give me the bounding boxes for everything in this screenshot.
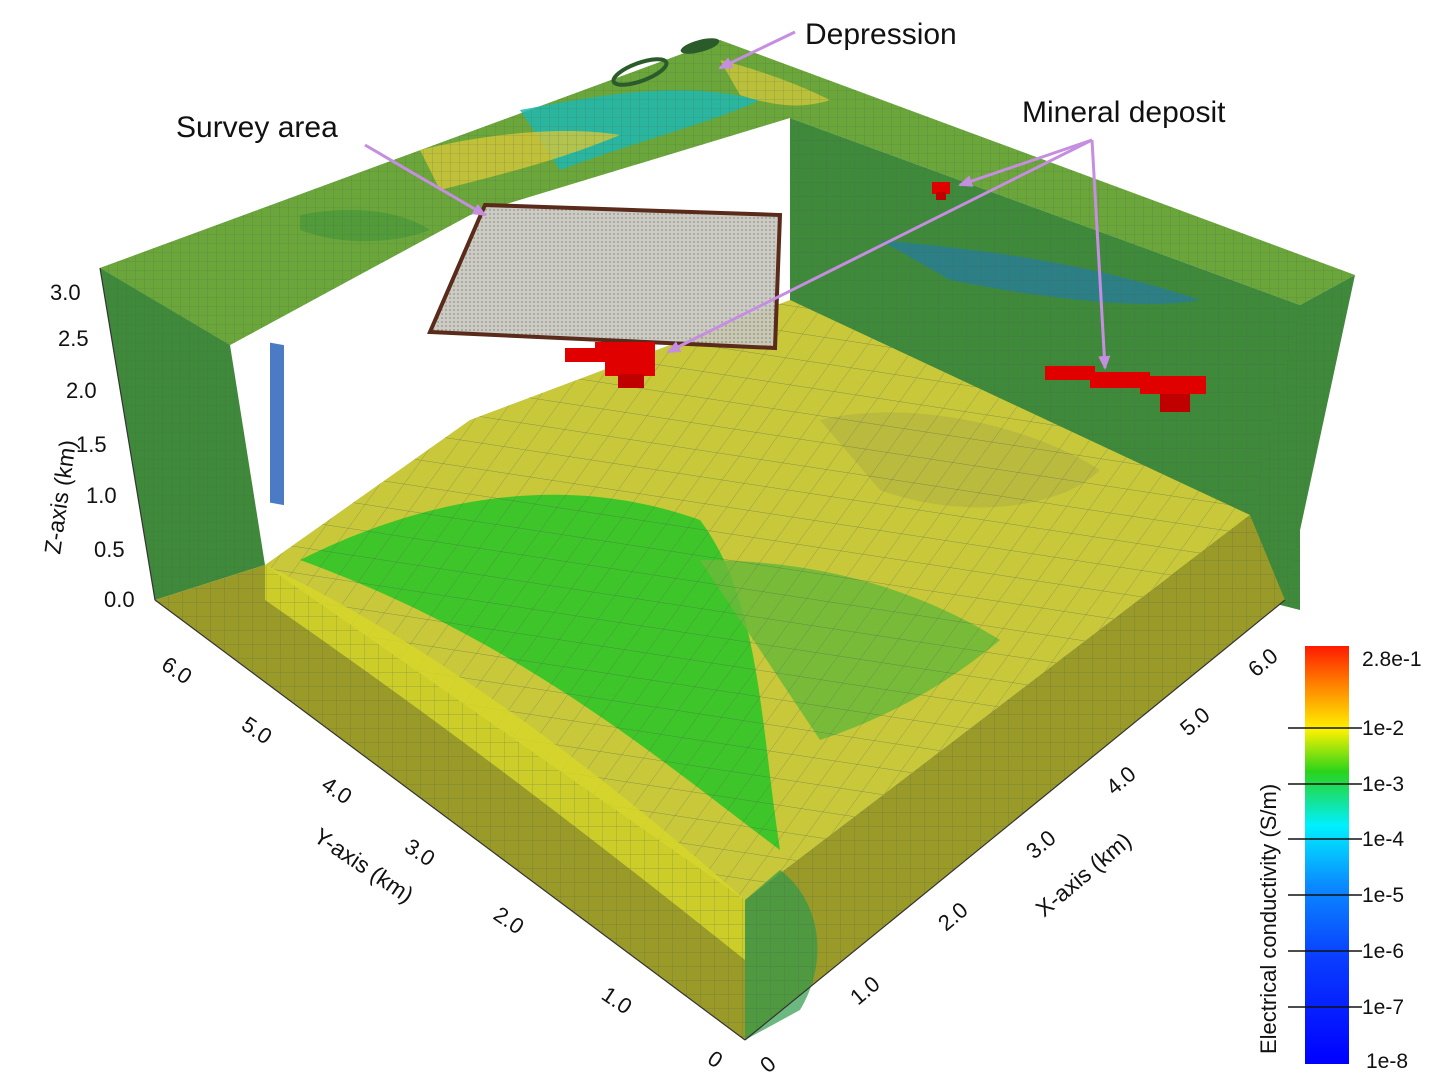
mineral-arrow-right <box>1090 139 1111 370</box>
front-lower-right-face <box>745 515 1285 1040</box>
mineral-arrow-back <box>958 138 1093 187</box>
y-axis-title: Y-axis (km) <box>309 823 418 908</box>
right-side-face <box>1250 275 1355 600</box>
colorbar-gradient <box>1305 646 1349 1064</box>
x-tick: 1.0 <box>845 971 885 1010</box>
y-tick: 2.0 <box>489 901 528 939</box>
colorbar-label: 1e-2 <box>1362 717 1404 740</box>
z-axis-title: Z-axis (km) <box>39 438 81 555</box>
mineral-deposit-back <box>932 182 950 200</box>
annotation-arrows <box>364 30 1111 370</box>
colorbar-label: 1e-3 <box>1362 773 1404 796</box>
mineral-deposit-right <box>1045 366 1206 412</box>
z-tick: 3.0 <box>50 280 81 305</box>
y-tick: 6.0 <box>157 651 196 689</box>
depression-feature <box>611 38 720 87</box>
survey-area-label: Survey area <box>176 111 338 144</box>
colorbar-label: 1e-5 <box>1362 884 1404 907</box>
y-tick: 5.0 <box>237 711 276 749</box>
z-tick: 0.0 <box>104 587 135 612</box>
colorbar-label: 1e-4 <box>1362 828 1404 851</box>
mineral-deposit-label: Mineral deposit <box>1022 96 1226 129</box>
y-tick: 4.0 <box>317 771 356 809</box>
y-tick: 0 <box>703 1045 727 1073</box>
depression-arrow <box>718 30 796 70</box>
colorbar-label: 2.8e-1 <box>1362 648 1422 671</box>
colorbar-label: 1e-7 <box>1362 996 1404 1019</box>
survey-area-arrow <box>364 143 487 217</box>
colorbar-label: 1e-6 <box>1362 940 1404 963</box>
x-tick: 0 <box>755 1051 780 1078</box>
mineral-arrow-center <box>666 138 1093 354</box>
floor-surface <box>265 300 1250 900</box>
colorbar: 2.8e-1 1e-2 1e-3 1e-4 1e-5 1e-6 1e-7 1e-… <box>1256 646 1422 1073</box>
x-tick: 6.0 <box>1243 643 1283 682</box>
colorbar-title: Electrical conductivity (S/m) <box>1256 784 1281 1054</box>
x-tick: 5.0 <box>1175 702 1215 741</box>
colorbar-label: 1e-8 <box>1366 1050 1408 1073</box>
z-tick: 2.5 <box>58 326 89 351</box>
z-tick: 2.0 <box>66 378 97 403</box>
z-tick: 1.5 <box>76 432 107 457</box>
z-tick: 0.5 <box>94 537 125 562</box>
top-surface <box>100 40 1355 345</box>
colorbar-ticks <box>1288 727 1362 1008</box>
y-tick: 1.0 <box>597 981 636 1019</box>
y-tick: 3.0 <box>400 833 439 871</box>
mineral-deposit-center <box>565 342 655 388</box>
x-tick: 3.0 <box>1021 825 1061 864</box>
survey-area <box>427 202 783 351</box>
front-lower-left-face <box>155 565 745 1040</box>
x-tick: 2.0 <box>933 897 973 936</box>
x-tick: 4.0 <box>1101 761 1141 800</box>
depression-label: Depression <box>805 18 957 51</box>
z-tick: 1.0 <box>86 483 117 508</box>
